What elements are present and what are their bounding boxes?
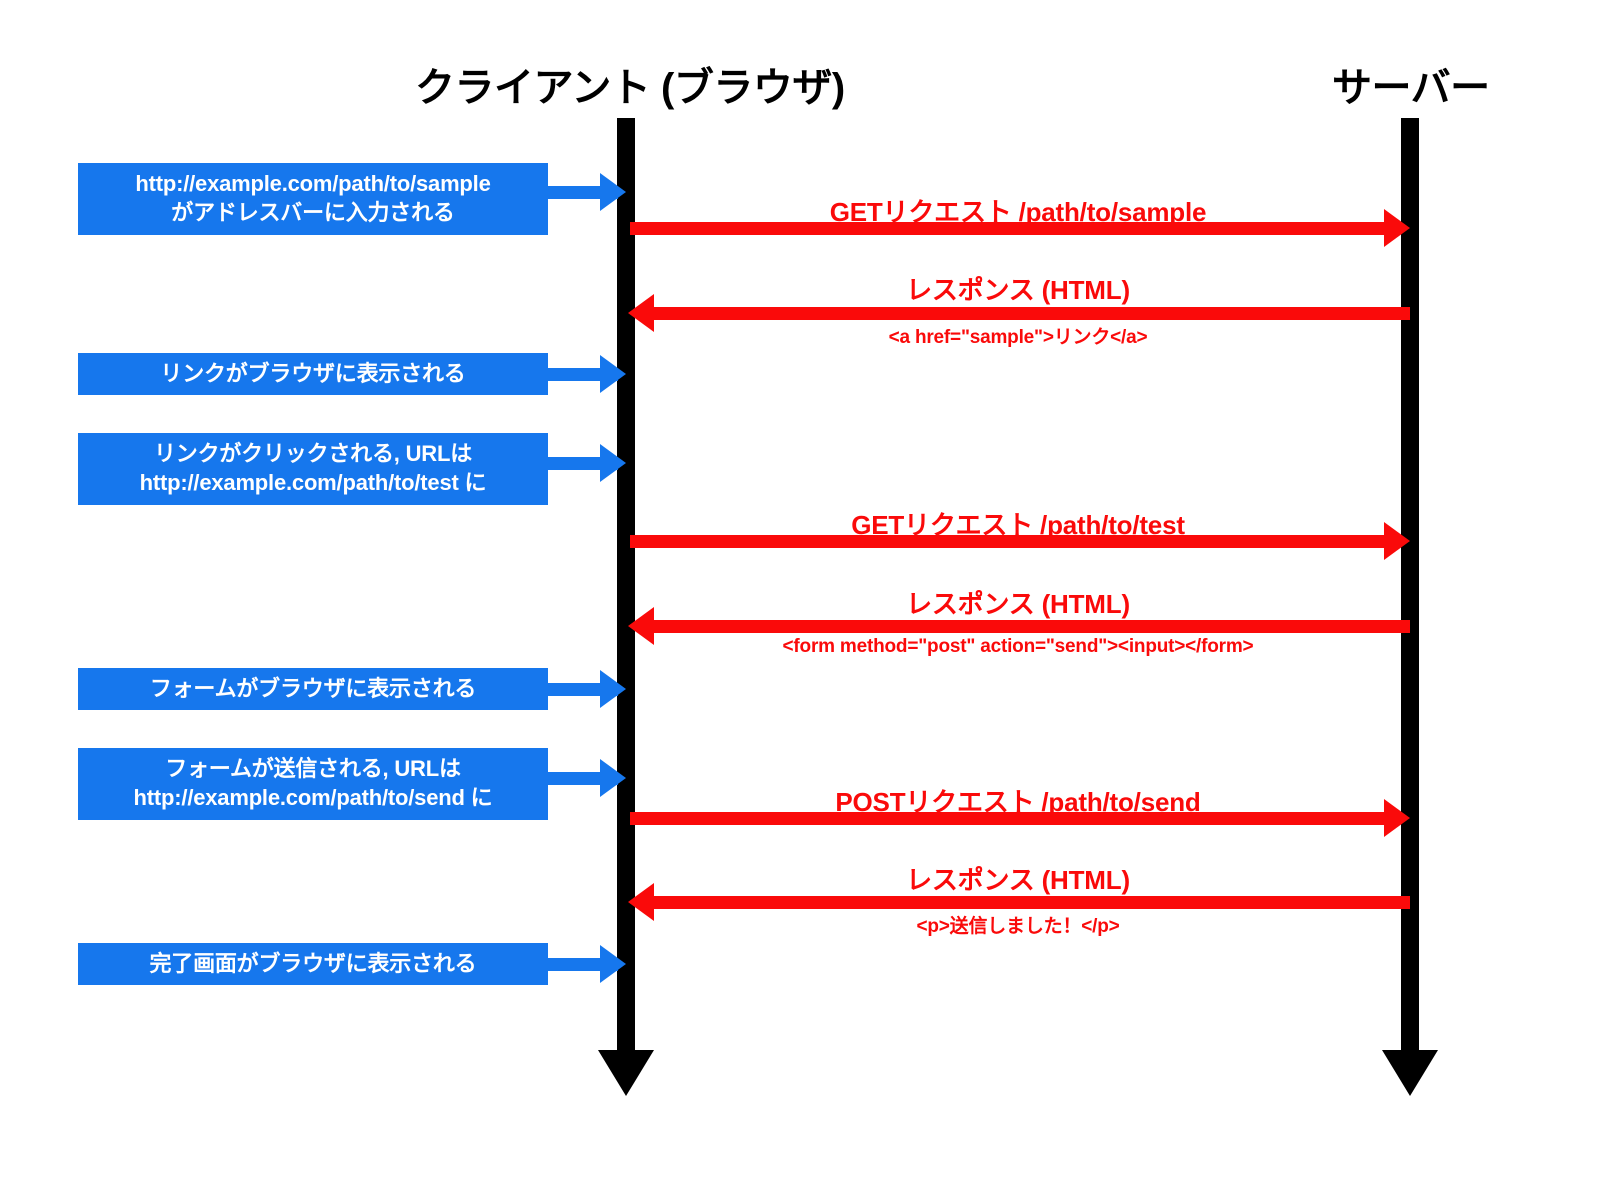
message-shaft — [630, 812, 1390, 825]
note-box: リンクがクリックされる, URLは http://example.com/pat… — [78, 433, 548, 505]
message-shaft — [630, 535, 1390, 548]
message-shaft — [645, 307, 1410, 320]
note-line: フォームが送信される, URLは — [165, 756, 461, 782]
lifeline-label-client: クライアント (ブラウザ) — [415, 66, 845, 110]
note-line: フォームがブラウザに表示される — [149, 675, 477, 701]
message-arrowhead-right — [1384, 209, 1410, 247]
message-arrowhead-left — [628, 607, 654, 645]
note-connector-arrowhead — [600, 355, 626, 393]
note-line: リンクがブラウザに表示される — [160, 360, 466, 386]
note-connector-arrowhead — [600, 945, 626, 983]
message-arrowhead-left — [628, 294, 654, 332]
note-connector-arrowhead — [600, 444, 626, 482]
message-shaft — [645, 620, 1410, 633]
note-connector-arrowhead — [600, 670, 626, 708]
message-arrowhead-right — [1384, 522, 1410, 560]
lifeline-client-arrowhead — [598, 1050, 654, 1096]
note-line: リンクがクリックされる, URLは — [153, 441, 473, 467]
lifeline-server-arrowhead — [1382, 1050, 1438, 1096]
note-line: http://example.com/path/to/sample — [135, 171, 491, 197]
note-box: http://example.com/path/to/sample がアドレスバ… — [78, 163, 548, 235]
message-label: レスポンス (HTML) — [906, 589, 1130, 619]
note-box: フォームがブラウザに表示される — [78, 668, 548, 710]
message-sublabel: <p>送信しました！</p> — [916, 916, 1120, 937]
note-box: リンクがブラウザに表示される — [78, 353, 548, 395]
note-line: 完了画面がブラウザに表示される — [149, 950, 477, 976]
message-sublabel: <form method="post" action="send"><input… — [782, 636, 1254, 657]
message-label: レスポンス (HTML) — [906, 275, 1130, 305]
message-shaft — [645, 896, 1410, 909]
note-box: 完了画面がブラウザに表示される — [78, 943, 548, 985]
message-shaft — [630, 222, 1390, 235]
note-line: がアドレスバーに入力される — [171, 200, 455, 225]
note-line: http://example.com/path/to/test に — [139, 470, 487, 495]
note-line: http://example.com/path/to/send に — [133, 785, 493, 810]
message-arrowhead-left — [628, 883, 654, 921]
lifeline-label-server: サーバー — [1332, 66, 1490, 110]
note-connector-arrowhead — [600, 173, 626, 211]
message-sublabel: <a href="sample">リンク</a> — [888, 327, 1148, 348]
message-label: レスポンス (HTML) — [906, 865, 1130, 895]
note-connector-arrowhead — [600, 759, 626, 797]
note-box: フォームが送信される, URLは http://example.com/path… — [78, 748, 548, 820]
message-arrowhead-right — [1384, 799, 1410, 837]
